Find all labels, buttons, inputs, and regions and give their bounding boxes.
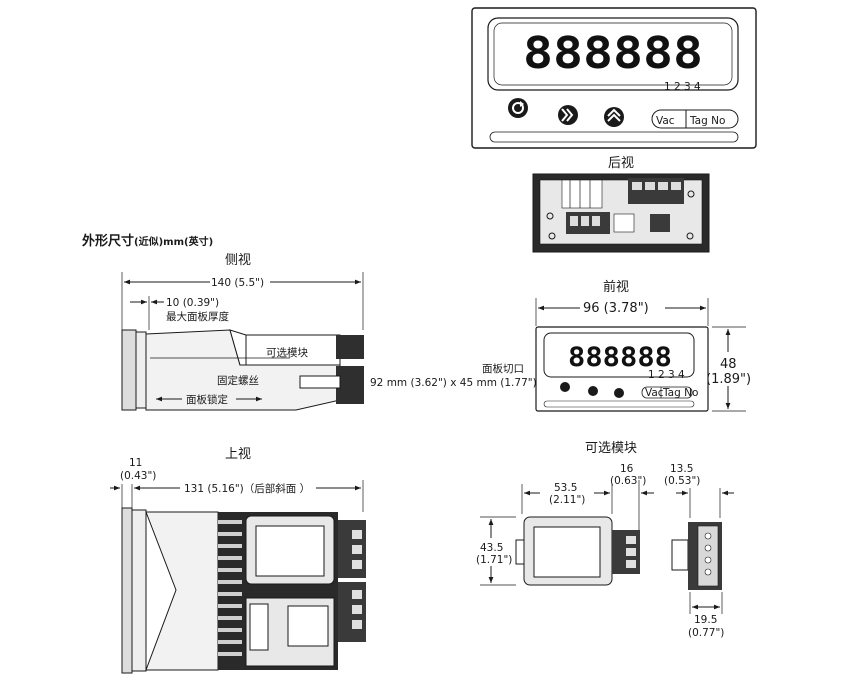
front-view: 888888 1 2 3 4 Vac Tag No — [535, 326, 709, 412]
side-dim-total: 140 (5.5") — [211, 277, 264, 289]
heading-sub: (近似)mm(英寸) — [134, 235, 213, 248]
tag-no-label: Tag No — [689, 115, 725, 127]
module-width-in: (2.11") — [549, 494, 585, 506]
front-tag-label: Tag No — [662, 387, 698, 399]
rear-view — [532, 173, 710, 253]
front-forward-icon — [588, 386, 598, 396]
top-view — [121, 507, 366, 674]
top-dim-a-in: (0.43") — [120, 470, 156, 482]
top-dim-b: 131 (5.16")（后部斜面 ） — [184, 482, 310, 495]
cutout-label: 面板切口 — [482, 362, 524, 375]
front-display-digits: 888888 — [568, 342, 672, 373]
side-optional-module-label: 可选模块 — [266, 346, 308, 359]
connector-drawing — [671, 522, 722, 590]
rear-view-title: 后视 — [608, 156, 634, 171]
module-width-mm: 53.5 — [554, 482, 577, 494]
up-button-icon — [604, 107, 624, 127]
connector-height-in: (0.77") — [688, 627, 724, 639]
top-view-title: 上视 — [225, 447, 251, 462]
front-dim-height-mm: 48 — [720, 357, 737, 372]
large-display-digits: 888888 — [523, 28, 703, 79]
forward-button-icon — [558, 105, 578, 125]
front-vac-label: Vac — [645, 387, 664, 399]
module-drawing — [515, 516, 640, 586]
front-view-title: 前视 — [603, 279, 629, 295]
front-dim-height-in: (1.89") — [706, 372, 751, 387]
side-panel-thickness-label: 最大面板厚度 — [166, 310, 229, 323]
connector-width-mm: 13.5 — [670, 463, 693, 475]
heading-main: 外形尺寸 — [81, 233, 134, 249]
module-title: 可选模块 — [585, 441, 637, 456]
side-view — [121, 329, 364, 411]
reset-button-icon — [508, 98, 528, 118]
front-up-icon — [614, 388, 624, 398]
module-depth-mm: 16 — [620, 463, 634, 475]
drawing-heading: 外形尺寸(近似)mm(英寸) — [81, 233, 213, 249]
cutout-size: 92 mm (3.62") x 45 mm (1.77") — [370, 377, 537, 389]
front-panel-large: 888888 1 2 3 4 Vac Tag No — [471, 7, 757, 149]
side-panel-lock-label: 面板锁定 — [186, 393, 228, 406]
module-height-mm: 43.5 — [480, 542, 503, 554]
front-channel-numbers: 1 2 3 4 — [648, 369, 685, 381]
front-dim-width: 96 (3.78") — [583, 301, 649, 316]
side-dim-panel: 10 (0.39") — [166, 297, 219, 309]
connector-width-in: (0.53") — [664, 475, 700, 487]
side-fixing-screw-label: 固定螺丝 — [217, 374, 259, 387]
connector-height-mm: 19.5 — [694, 614, 717, 626]
top-dim-a-mm: 11 — [129, 457, 142, 469]
module-height-in: (1.71") — [476, 554, 512, 566]
side-view-title: 侧视 — [225, 253, 251, 268]
front-reset-icon — [560, 382, 570, 392]
large-channel-numbers: 1 2 3 4 — [664, 81, 701, 93]
module-depth-in: (0.63") — [610, 475, 646, 487]
vac-label: Vac — [656, 115, 675, 127]
